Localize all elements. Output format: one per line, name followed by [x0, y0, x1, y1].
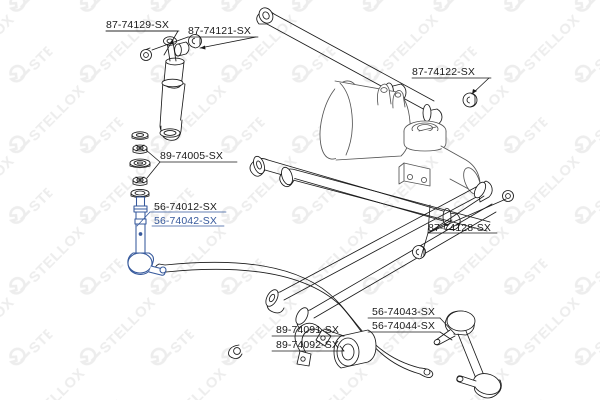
- label-89-74092-sx: 89-74092-SX: [276, 339, 339, 351]
- label-87-74122-sx: 87-74122-SX: [412, 66, 475, 78]
- label-87-74129-sx: 87-74129-SX: [106, 19, 169, 31]
- label-56-74044-sx: 56-74044-SX: [372, 320, 435, 332]
- label-89-74005-sx: 89-74005-SX: [160, 150, 223, 162]
- label-56-74043-sx: 56-74043-SX: [372, 306, 435, 318]
- label-89-74091-sx: 89-74091-SX: [276, 324, 339, 336]
- label-87-74128-sx: 87-74128-SX: [428, 222, 491, 234]
- label-56-74012-sx: 56-74012-SX: [154, 201, 217, 213]
- label-87-74121-sx: 87-74121-SX: [188, 25, 251, 37]
- label-56-74042-sx: 56-74042-SX: [154, 215, 217, 227]
